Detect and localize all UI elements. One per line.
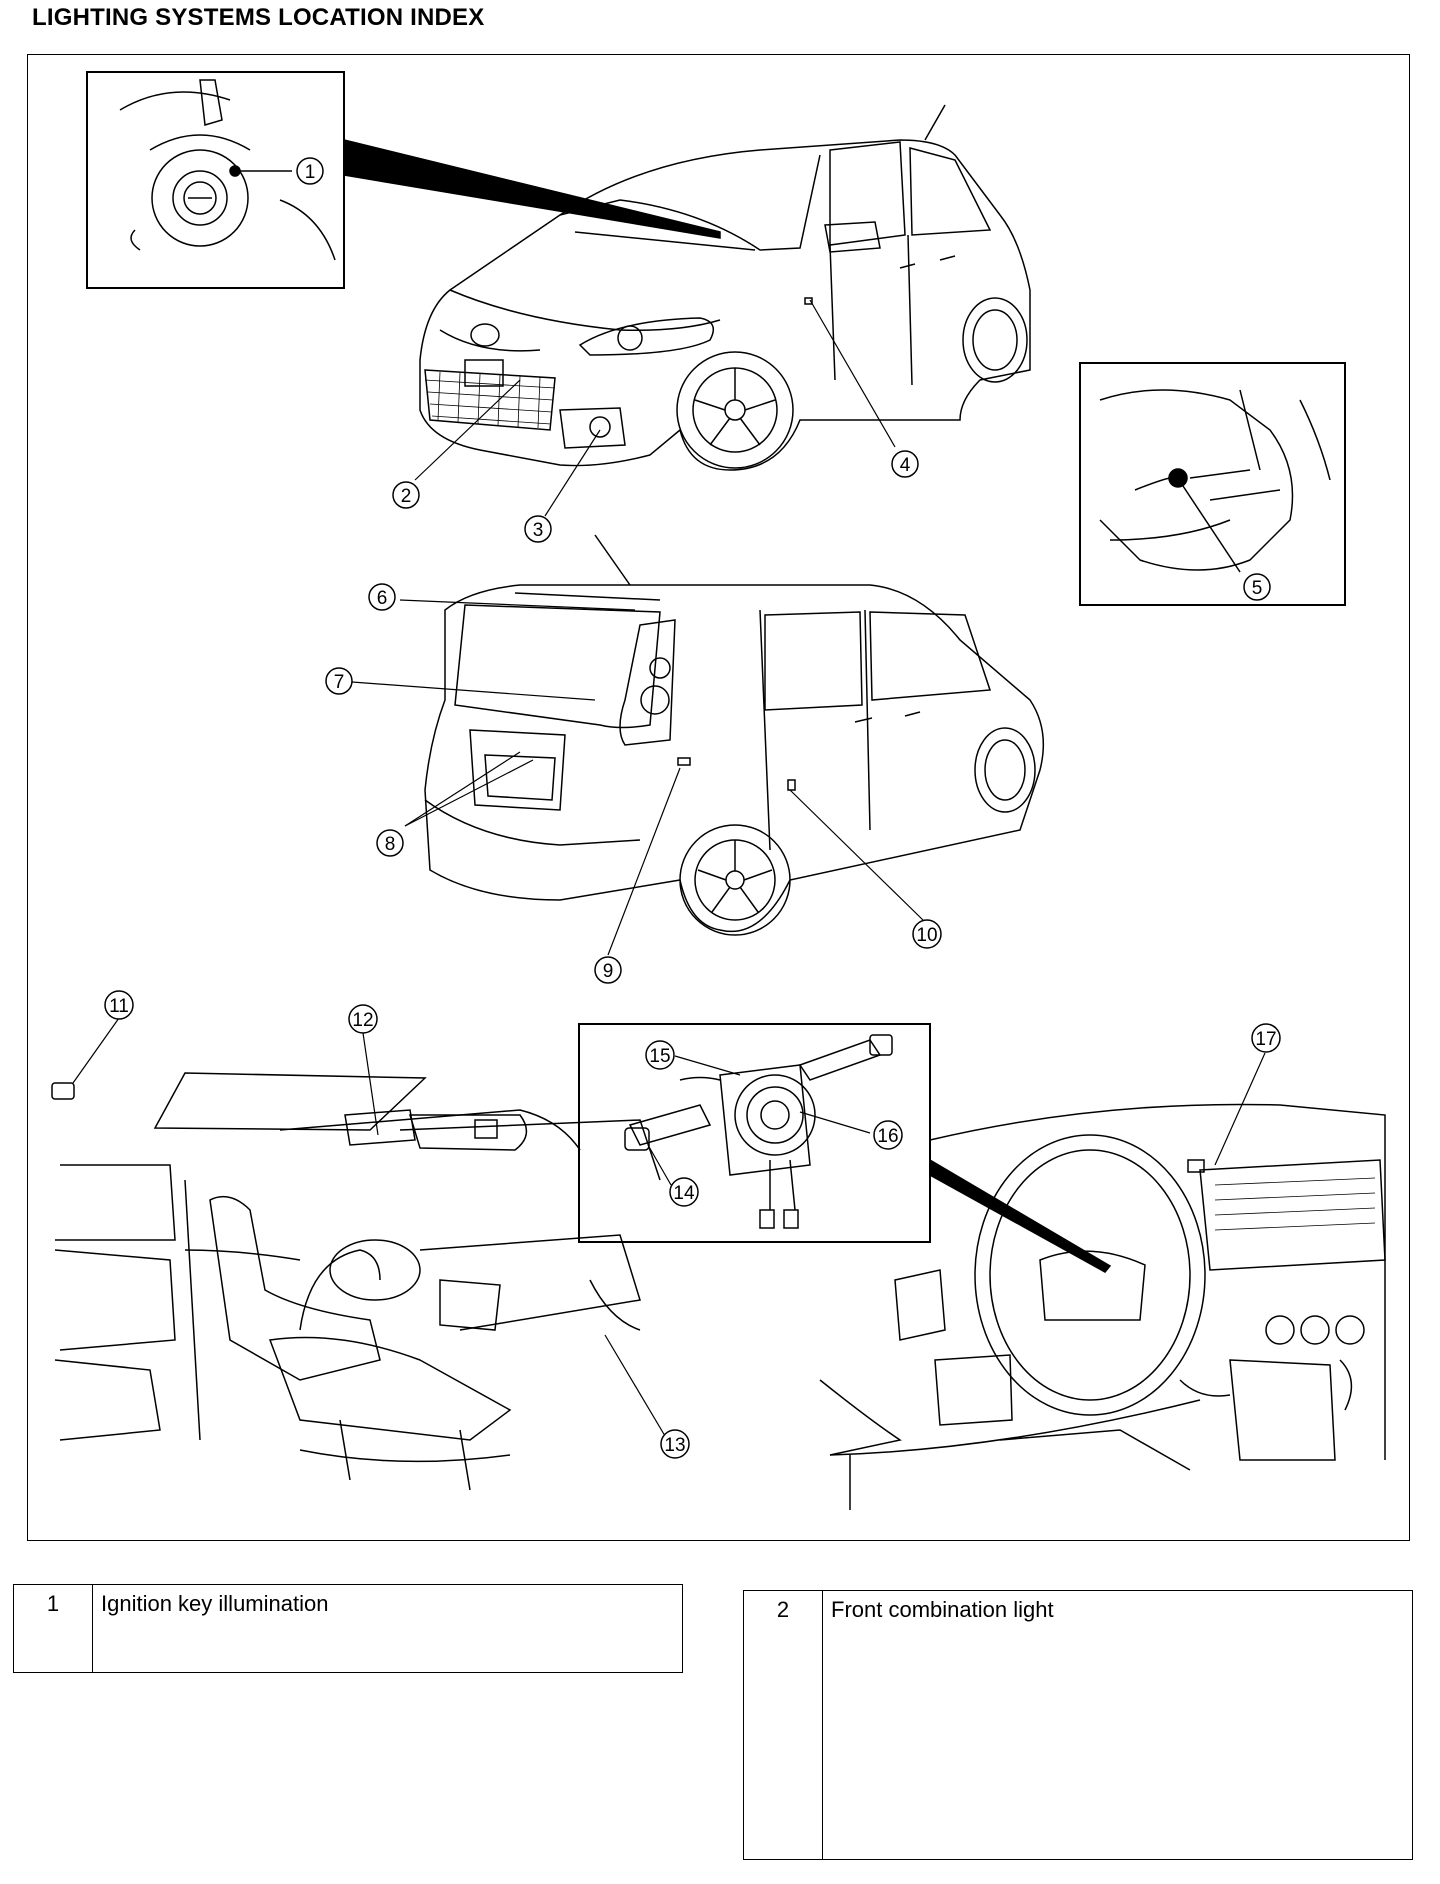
svg-text:13: 13 <box>664 1435 685 1456</box>
svg-text:14: 14 <box>673 1183 695 1204</box>
svg-text:16: 16 <box>877 1126 898 1147</box>
interior-left-drawing <box>51 1072 661 1491</box>
callout-10: 10 <box>912 919 942 949</box>
svg-text:2: 2 <box>401 486 412 507</box>
interior-right-drawing <box>819 1103 1386 1510</box>
callout-11: 11 <box>104 990 134 1020</box>
combination-switch-inset <box>578 1023 931 1243</box>
callout-12: 12 <box>348 1004 378 1034</box>
svg-text:4: 4 <box>900 455 911 476</box>
callouts: 1 2 3 4 5 6 7 8 9 10 11 12 13 14 15 16 1… <box>104 157 1281 1459</box>
svg-text:8: 8 <box>385 834 396 855</box>
callout-1: 1 <box>296 157 324 185</box>
legend-table-1: 1 Ignition key illumination <box>13 1584 683 1673</box>
callout-8: 8 <box>376 829 404 857</box>
callout-5: 5 <box>1243 573 1271 601</box>
callout-3: 3 <box>524 515 552 543</box>
svg-text:6: 6 <box>377 588 388 609</box>
callout-9: 9 <box>594 956 622 984</box>
callout-7: 7 <box>325 667 353 695</box>
svg-text:12: 12 <box>352 1010 373 1031</box>
ignition-key-inset <box>86 71 345 289</box>
svg-text:11: 11 <box>109 996 129 1017</box>
svg-text:15: 15 <box>649 1046 670 1067</box>
svg-text:3: 3 <box>533 520 544 541</box>
leader-lines <box>72 299 1266 1442</box>
legend-label: Ignition key illumination <box>92 1584 683 1673</box>
callout-13: 13 <box>660 1429 690 1459</box>
callout-14: 14 <box>669 1177 699 1207</box>
rear-van-drawing <box>424 534 1045 936</box>
callout-16: 16 <box>873 1120 903 1150</box>
svg-text:5: 5 <box>1252 578 1263 599</box>
legend-row: 1 Ignition key illumination <box>13 1584 683 1673</box>
callout-2: 2 <box>392 481 420 509</box>
legend-label: Front combination light <box>822 1590 1413 1860</box>
callout-17: 17 <box>1251 1023 1281 1053</box>
svg-text:9: 9 <box>603 961 614 982</box>
callout-6: 6 <box>368 583 396 611</box>
switch-pointer <box>929 1158 1112 1273</box>
front-van-drawing <box>419 104 1031 471</box>
svg-text:1: 1 <box>305 162 316 183</box>
inset-pointer <box>343 139 721 239</box>
svg-text:10: 10 <box>916 925 937 946</box>
callout-15: 15 <box>645 1040 675 1070</box>
legend-number: 2 <box>743 1590 823 1860</box>
license-light-inset <box>1079 362 1346 606</box>
diagram-frame <box>27 54 1410 1541</box>
svg-text:7: 7 <box>334 672 345 693</box>
svg-text:17: 17 <box>1255 1029 1276 1050</box>
legend-row: 2 Front combination light <box>743 1590 1413 1860</box>
callout-4: 4 <box>891 450 919 478</box>
page-title: LIGHTING SYSTEMS LOCATION INDEX <box>32 4 485 31</box>
legend-number: 1 <box>13 1584 93 1673</box>
legend-table-2: 2 Front combination light <box>743 1590 1413 1860</box>
